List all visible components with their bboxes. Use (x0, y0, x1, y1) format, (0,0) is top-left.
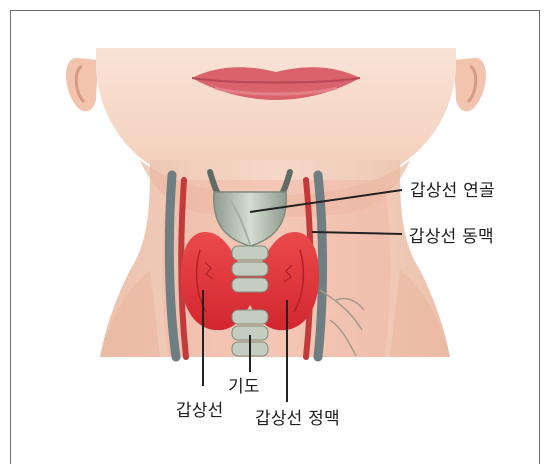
left-ear (66, 58, 98, 111)
label-thyroid-cartilage: 갑상선 연골 (410, 176, 495, 201)
label-trachea: 기도 (228, 372, 260, 397)
label-thyroid-artery: 갑상선 동맥 (409, 222, 494, 247)
right-ear (454, 58, 486, 111)
label-thyroid-vein: 갑상선 정맥 (255, 404, 340, 429)
label-thyroid-gland: 갑상선 (176, 396, 224, 421)
